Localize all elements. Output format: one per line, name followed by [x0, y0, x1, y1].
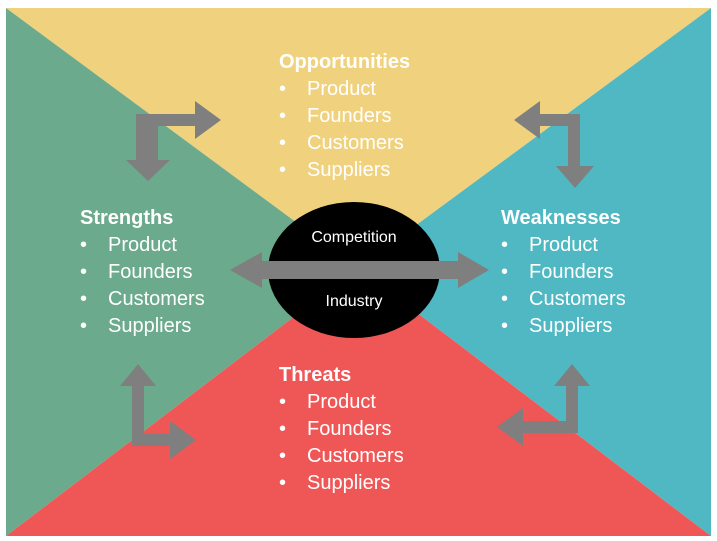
list-item: Suppliers: [279, 470, 404, 497]
strengths-title: Strengths: [80, 207, 174, 229]
list-item: Customers: [279, 443, 404, 470]
weaknesses-section: Weaknesses Product Founders Customers Su…: [501, 206, 626, 340]
threats-title: Threats: [279, 364, 352, 386]
weaknesses-list: Product Founders Customers Suppliers: [501, 232, 626, 340]
competition-label: Competition: [311, 229, 397, 246]
list-item: Founders: [279, 416, 404, 443]
threats-section: Threats Product Founders Customers Suppl…: [279, 363, 404, 497]
weaknesses-title: Weaknesses: [501, 207, 621, 229]
industry-label: Industry: [325, 293, 383, 310]
list-item: Product: [501, 232, 626, 259]
list-item: Customers: [279, 130, 410, 157]
strengths-section: Strengths Product Founders Customers Sup…: [80, 206, 205, 340]
threats-weaknesses-arrow: [497, 364, 590, 446]
list-item: Product: [279, 76, 410, 103]
list-item: Suppliers: [501, 313, 626, 340]
strengths-list: Product Founders Customers Suppliers: [80, 232, 205, 340]
list-item: Founders: [501, 259, 626, 286]
strengths-opportunities-arrow: [126, 101, 221, 181]
list-item: Founders: [279, 103, 410, 130]
opportunities-weaknesses-arrow: [514, 101, 594, 188]
opportunities-title: Opportunities: [279, 51, 411, 73]
list-item: Customers: [501, 286, 626, 313]
list-item: Product: [80, 232, 205, 259]
list-item: Customers: [80, 286, 205, 313]
threats-list: Product Founders Customers Suppliers: [279, 389, 404, 497]
list-item: Founders: [80, 259, 205, 286]
opportunities-list: Product Founders Customers Suppliers: [279, 76, 410, 184]
strengths-threats-arrow: [120, 364, 196, 459]
list-item: Suppliers: [279, 157, 410, 184]
list-item: Product: [279, 389, 404, 416]
strengths-weaknesses-arrow: [230, 252, 489, 288]
opportunities-section: Opportunities Product Founders Customers…: [279, 50, 410, 184]
list-item: Suppliers: [80, 313, 205, 340]
